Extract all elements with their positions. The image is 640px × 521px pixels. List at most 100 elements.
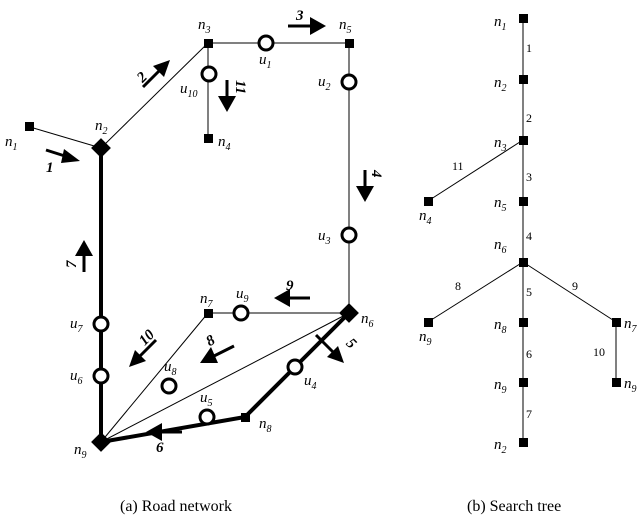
poi-u5 [198,408,216,426]
label-n3: n3 [198,17,211,36]
arrow-9-label: 9 [286,278,294,294]
edge-n9-n7 [100,312,209,443]
caption-road-network: (a) Road network [120,498,232,515]
tree-label-n8: n8 [494,317,507,336]
node-n8 [241,413,250,422]
label-u8: u8 [164,359,177,378]
label-n4: n4 [218,134,231,153]
arrow-10-label: 10 [136,327,158,349]
arrow-9: 9 [274,278,310,307]
tree-label-n1: n1 [494,14,507,33]
node-n5 [345,39,354,48]
arrow-8-label: 8 [204,332,219,350]
label-n5: n5 [339,17,352,36]
arrow-3: 3 [288,8,326,35]
poi-u1 [257,34,275,52]
search-tree: n1 n2 n3 n4 n5 n6 n9 n8 n7 n9 n9 n2 1 2 … [419,14,638,515]
tree-label-n2-leaf: n2 [494,437,507,456]
caption-search-tree: (b) Search tree [467,498,561,515]
arrow-2-label: 2 [133,69,151,87]
tree-node-n4 [424,197,433,206]
tree-label-n3: n3 [494,135,507,154]
tree-node-n7 [612,318,621,327]
tree-node-n8 [519,318,528,327]
label-n8: n8 [259,416,272,435]
arrow-1-label: 1 [46,160,54,176]
node-n9 [91,432,111,452]
label-u5: u5 [200,390,213,409]
tree-node-n9-branch [424,318,433,327]
tree-label-n9-right: n9 [624,376,637,395]
tree-edge-n3-n4 [427,139,524,202]
tree-node-n5 [519,197,528,206]
poi-u10 [200,65,218,83]
tree-label-n9: n9 [494,377,507,396]
arrow-7: 7 [64,240,93,272]
tree-node-n9 [519,378,528,387]
tree-node-n2 [519,75,528,84]
tree-edge-label-8: 8 [455,279,461,293]
label-u4: u4 [304,373,317,392]
arrow-6-label: 6 [156,440,164,456]
tree-edge-label-2: 2 [526,111,532,125]
arrow-6: 6 [146,423,182,456]
node-n7 [204,309,213,318]
node-n2 [91,138,111,158]
label-u2: u2 [318,74,331,93]
arrow-1: 1 [45,148,80,176]
label-u3: u3 [318,228,331,247]
poi-u2 [340,73,358,91]
arrow-8: 8 [200,332,235,363]
poi-u9 [232,304,250,322]
label-u9: u9 [236,286,249,305]
tree-label-n2: n2 [494,75,507,94]
tree-edge-label-7: 7 [526,407,532,421]
tree-node-n2-leaf [519,438,528,447]
arrow-3-label: 3 [295,8,304,24]
tree-edge-label-5: 5 [526,285,532,299]
arrow-7-label: 7 [64,260,80,268]
tree-label-n9-branch: n9 [419,329,432,348]
tree-edge-n6-n7 [522,261,617,323]
tree-edge-label-4: 4 [526,229,532,243]
poi-u6 [92,367,110,385]
label-u1: u1 [259,52,272,71]
arrow-11-label: 11 [232,80,248,94]
road-network: n1 n2 n3 n4 n5 n6 n7 n8 n9 u1 u2 u3 u4 u… [5,8,384,515]
tree-label-n4: n4 [419,208,432,227]
tree-label-n6: n6 [494,237,507,256]
tree-node-n6 [519,258,528,267]
node-n3 [204,39,213,48]
tree-node-n3 [519,136,528,145]
tree-edge-label-3: 3 [526,170,532,184]
label-n7: n7 [200,291,214,310]
node-n4 [204,134,213,143]
edge-n9-n6 [100,312,350,443]
edge-n2-n3 [100,42,209,149]
tree-node-n1 [519,14,528,23]
label-u6: u6 [70,368,83,387]
edge-n1-n2 [29,126,102,149]
arrow-11: 11 [218,80,248,112]
arrow-5-label: 5 [343,336,360,353]
node-n6 [339,303,359,323]
label-u7: u7 [70,316,84,335]
tree-edge-label-1: 1 [526,41,532,55]
tree-edge-label-9: 9 [572,279,578,293]
node-n1 [25,122,34,131]
tree-node-n9-right [612,378,621,387]
arrow-2: 2 [133,60,170,89]
label-n6: n6 [361,311,374,330]
label-u10: u10 [180,81,198,100]
label-n2: n2 [95,118,108,137]
tree-edge-label-11: 11 [452,159,464,173]
tree-edge-label-6: 6 [526,347,532,361]
poi-u4 [286,358,304,376]
poi-u8 [160,377,178,395]
label-n1: n1 [5,134,18,153]
tree-label-n5: n5 [494,195,507,214]
arrow-10: 10 [129,327,158,367]
arrow-4-label: 4 [368,169,384,178]
poi-u3 [340,226,358,244]
